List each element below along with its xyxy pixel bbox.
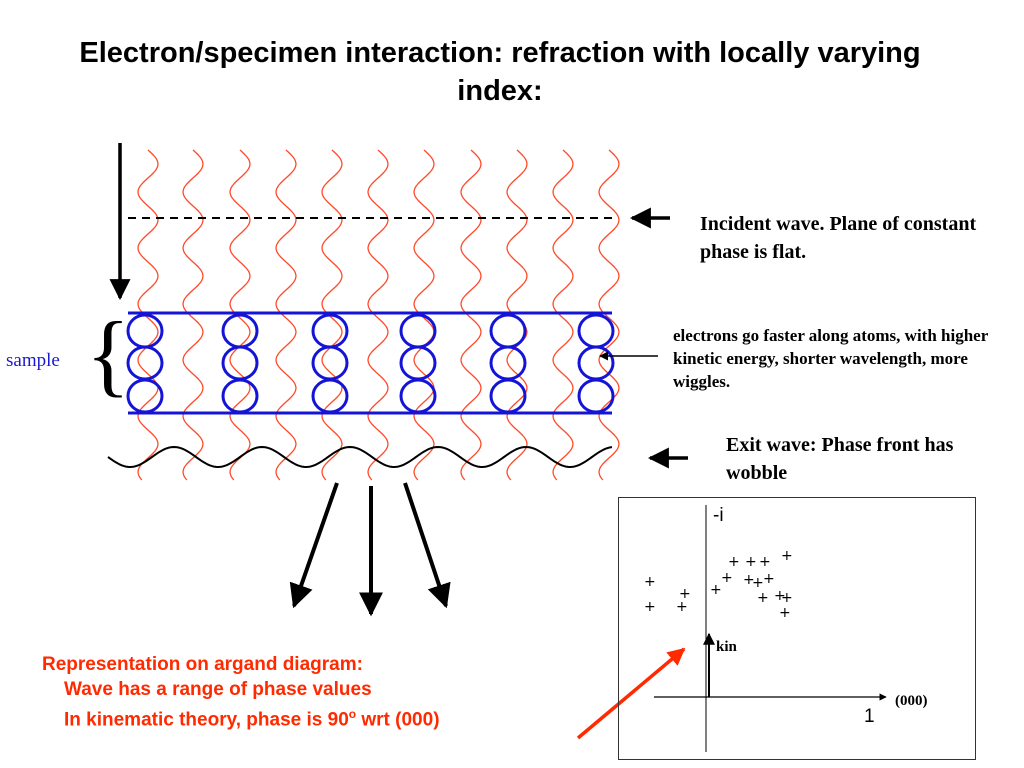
phase-point: + — [679, 586, 691, 602]
argand-diagram-frame — [618, 497, 976, 760]
incident-wave-label: Incident wave. Plane of constant phase i… — [700, 213, 977, 263]
atom — [577, 378, 615, 414]
degree-superscript: o — [348, 707, 357, 721]
representation-line-3-post: wrt (000) — [356, 709, 440, 731]
incident-wave-lines — [137, 149, 620, 481]
phase-point: + — [721, 570, 733, 586]
incident-wave-line — [182, 149, 204, 481]
phase-point: + — [779, 605, 791, 621]
atom — [126, 313, 164, 349]
phase-point: + — [644, 599, 656, 615]
incident-wave-line — [598, 149, 620, 481]
incident-wave-line — [552, 149, 574, 481]
phase-point: + — [759, 554, 771, 570]
atom — [577, 313, 615, 349]
incident-wave-line — [460, 149, 482, 481]
phase-point: + — [745, 554, 757, 570]
phase-point: + — [644, 574, 656, 590]
incident-wave-line — [367, 149, 389, 481]
atom — [221, 378, 259, 414]
phase-point: + — [781, 590, 793, 606]
phase-point: + — [728, 554, 740, 570]
exit-wave-label: Exit wave: Phase front has wobble — [726, 434, 954, 484]
phase-point: + — [774, 588, 786, 604]
representation-line-3: In kinematic theory, phase is 90o wrt (0… — [42, 702, 440, 732]
slide-title: Electron/specimen interaction: refractio… — [79, 37, 921, 107]
kin-label: kin — [716, 639, 737, 655]
phase-point: + — [757, 590, 769, 606]
phase-point: + — [752, 575, 764, 591]
atom — [126, 378, 164, 414]
electrons-label: electrons go faster along atoms, with hi… — [673, 326, 988, 391]
diffracted-beam-right-arrow — [403, 482, 451, 609]
incident-wave-line — [275, 149, 297, 481]
origin-label: (000) — [895, 693, 928, 709]
representation-line-3-pre: In kinematic theory, phase is 90 — [64, 709, 349, 731]
phase-point: + — [743, 572, 755, 588]
callout-arrow — [576, 647, 686, 740]
atom — [311, 378, 349, 414]
exit-wave-front — [107, 445, 613, 469]
sample-brace: { — [86, 303, 131, 405]
sample-label: sample — [6, 350, 60, 371]
atom — [311, 345, 349, 381]
atom — [126, 345, 164, 381]
representation-line-1: Representation on argand diagram: — [42, 654, 363, 675]
atom — [577, 345, 615, 381]
atom — [221, 313, 259, 349]
atom — [399, 313, 437, 349]
phase-point: + — [781, 548, 793, 564]
atom — [399, 378, 437, 414]
imaginary-axis-label: -i — [713, 505, 724, 526]
atom — [489, 378, 527, 414]
representation-line-2: Wave has a range of phase values — [64, 679, 372, 700]
atom-columns — [126, 313, 615, 414]
phase-point: + — [763, 571, 775, 587]
representation-note: Representation on argand diagram: Wave h… — [42, 652, 440, 732]
real-axis-unit-label: 1 — [864, 706, 875, 727]
atom — [489, 313, 527, 349]
phase-point: + — [710, 582, 722, 598]
phase-point: + — [676, 599, 688, 615]
diffracted-beam-left-arrow — [289, 482, 339, 609]
